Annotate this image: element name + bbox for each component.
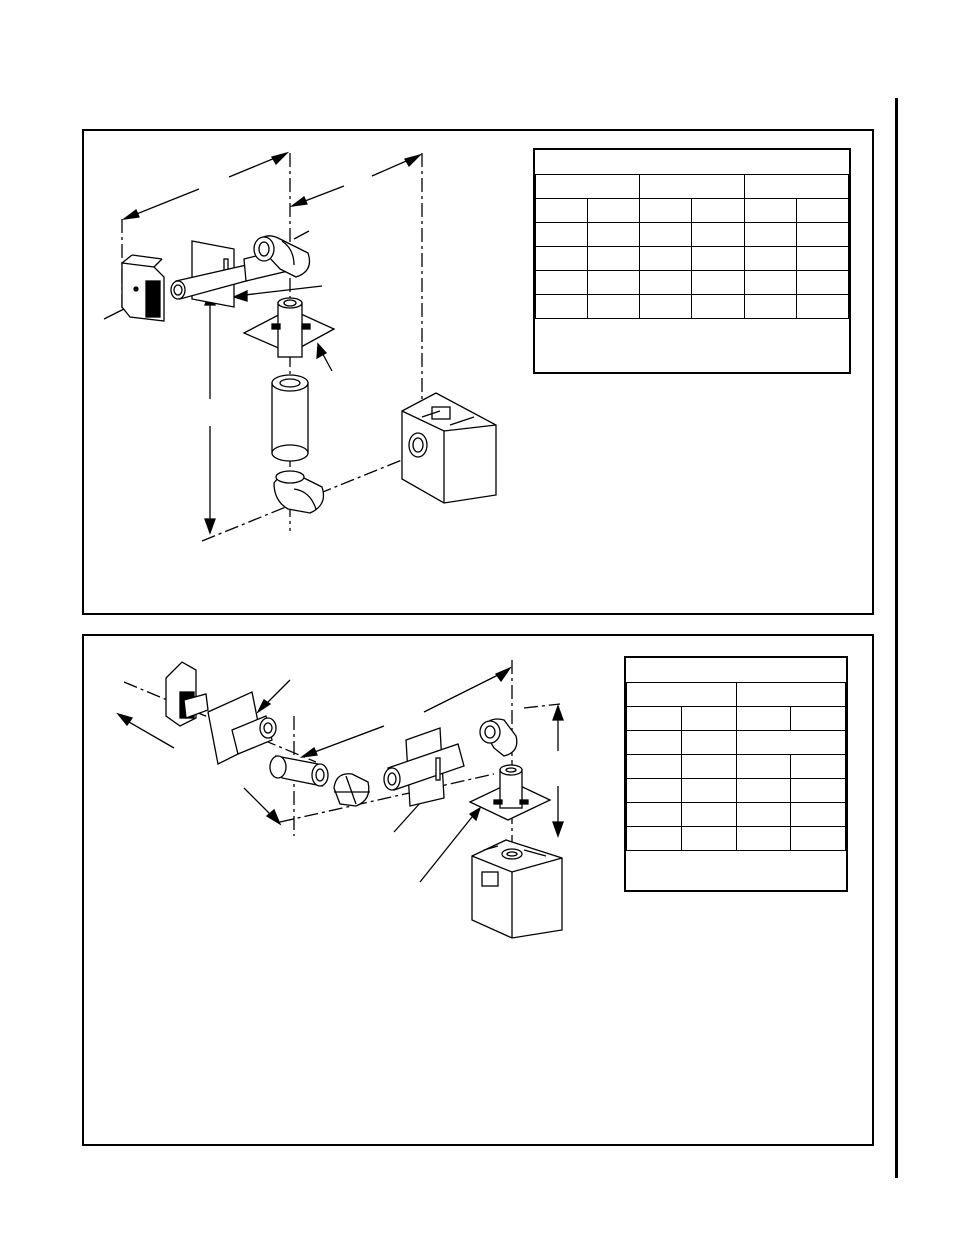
- pipe-section: [269, 755, 329, 787]
- firestop-vertical: [468, 764, 552, 821]
- appliance: [401, 392, 497, 504]
- dimension-arrows: [116, 666, 564, 838]
- data-table-top: [533, 148, 851, 374]
- elbow-upper: [253, 235, 311, 278]
- leader-lines: [103, 230, 333, 372]
- table-row: [626, 825, 846, 851]
- table-row: [534, 245, 850, 271]
- centerlines: [121, 153, 425, 542]
- vent-diagram-top: [103, 151, 497, 542]
- elbow-lower: [273, 470, 325, 514]
- table-note: [626, 849, 846, 890]
- table-row: [626, 777, 846, 803]
- page-margin-rule: [895, 98, 898, 1178]
- table-group-header: [534, 173, 641, 199]
- table-group-header: [743, 173, 850, 199]
- table-row: [626, 801, 846, 827]
- elbow-upper: [479, 718, 518, 757]
- leader-lines: [256, 679, 482, 883]
- pipe-section: [271, 374, 309, 462]
- termination-cap: [165, 661, 209, 727]
- table-group-header: [626, 681, 737, 707]
- table-row: [626, 753, 846, 779]
- table-row: [534, 269, 850, 295]
- table-group-header: [639, 173, 745, 199]
- termination-cap: [121, 254, 165, 322]
- wall-thimble-left: [207, 691, 277, 765]
- figure-panel-top: [82, 129, 874, 615]
- table-group-header: [735, 681, 846, 707]
- table-note: [535, 317, 849, 372]
- data-table-bottom: [624, 656, 848, 892]
- appliance: [471, 839, 563, 939]
- table-row: [534, 221, 850, 247]
- elbow-middle: [333, 773, 370, 807]
- table-row: [534, 293, 850, 319]
- figure-panel-bottom: [82, 634, 874, 1146]
- firestop-vertical: [242, 297, 336, 358]
- table-title-row: [535, 150, 849, 175]
- vent-diagram-bottom: [116, 660, 564, 939]
- table-title-row: [626, 658, 846, 683]
- table-row: [626, 729, 846, 755]
- wall-thimble-right: [383, 727, 465, 807]
